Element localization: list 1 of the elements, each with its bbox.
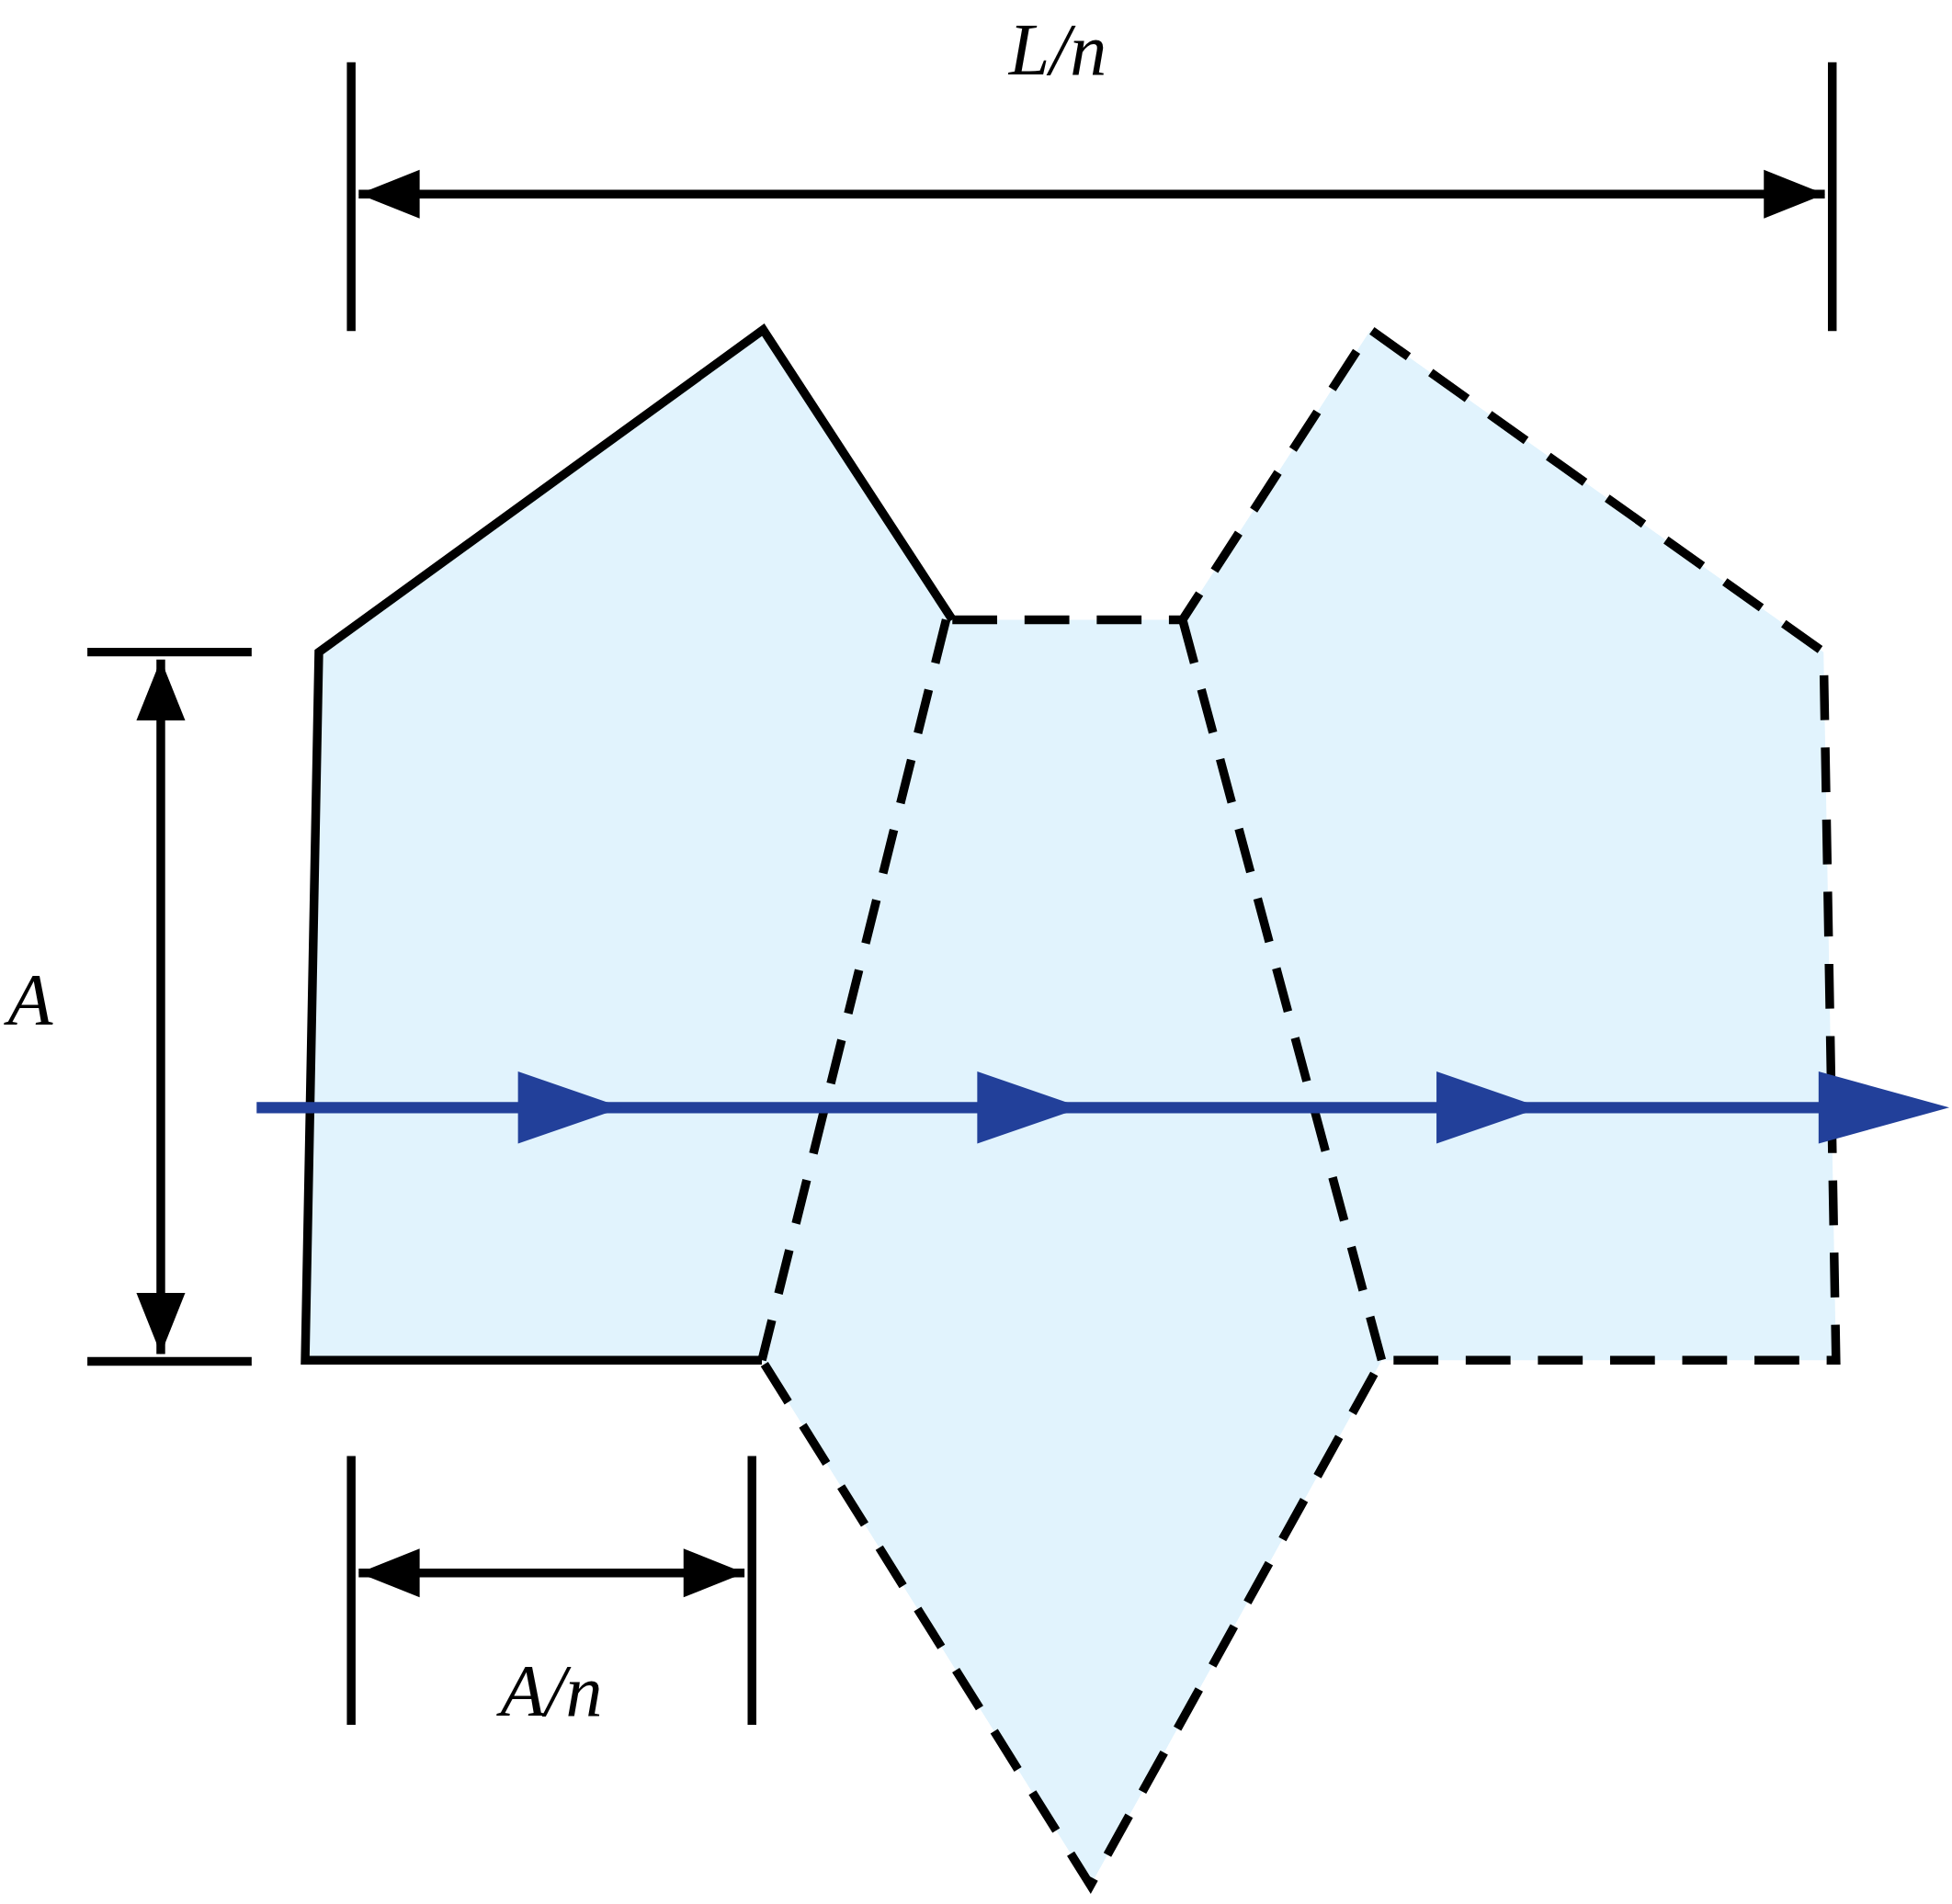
dimension-label: L/n xyxy=(1008,13,1107,86)
